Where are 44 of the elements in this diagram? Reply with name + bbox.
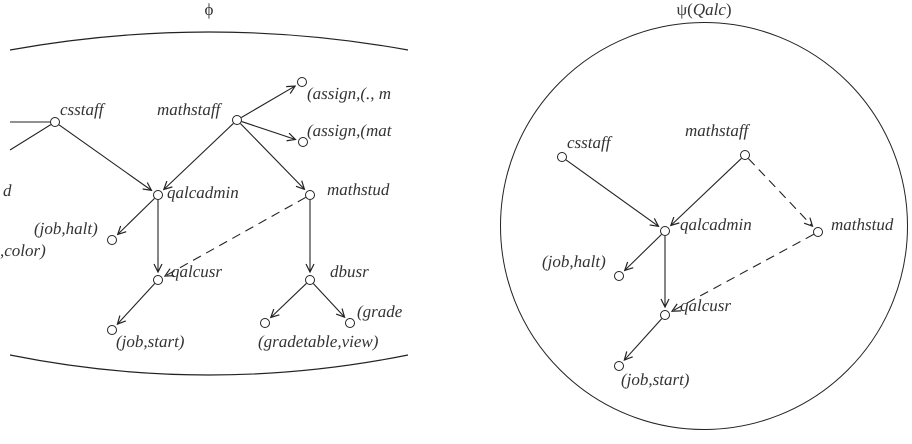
arrow (117, 198, 155, 235)
node-label: (job,halt) (542, 252, 606, 272)
arrow (624, 318, 662, 361)
arrow (241, 85, 296, 118)
node-label: csstaff (567, 133, 610, 153)
arrow (670, 158, 742, 226)
arrow (660, 236, 670, 308)
node-label: qalcusr (171, 262, 222, 282)
arrow (270, 283, 307, 318)
node-label: mathstaff (685, 121, 748, 141)
arrow (242, 121, 296, 142)
node-label: (job,start) (116, 332, 184, 352)
arrow (164, 196, 306, 277)
arrow (305, 200, 315, 273)
arrow (163, 123, 234, 190)
node-label: (job,start) (621, 370, 690, 390)
partial-label: d (3, 181, 12, 201)
connector-line (10, 124, 52, 150)
arrow (58, 124, 152, 191)
arrow (116, 283, 156, 325)
node-label: (assign,(mat (307, 121, 392, 141)
node-label: qalcusr (680, 296, 731, 316)
node-label: (job,halt) (34, 219, 98, 239)
node-label: (gradetable,view) (258, 332, 378, 352)
node-label: mathstud (831, 215, 894, 235)
arrow (566, 159, 660, 227)
node-label: qalcadmin (167, 183, 239, 203)
panel-title: ψ(Qalc) (676, 0, 732, 20)
node-label: (grade (357, 302, 402, 322)
node-label: csstaff (60, 100, 104, 120)
node-label: (assign,(., m (307, 84, 392, 104)
partial-label: ,color) (0, 241, 46, 261)
arrow (240, 123, 306, 190)
arrow (671, 234, 814, 312)
node-label: qalcadmin (680, 215, 752, 235)
node-label: dbusr (330, 262, 369, 282)
panel-title: ϕ (204, 0, 214, 20)
node-label: mathstud (327, 180, 390, 200)
arrow (153, 200, 163, 273)
connector-line (10, 121, 50, 123)
arrow (313, 283, 346, 318)
node-label: mathstaff (157, 100, 220, 120)
arrow (624, 234, 662, 271)
arrow (748, 158, 814, 227)
